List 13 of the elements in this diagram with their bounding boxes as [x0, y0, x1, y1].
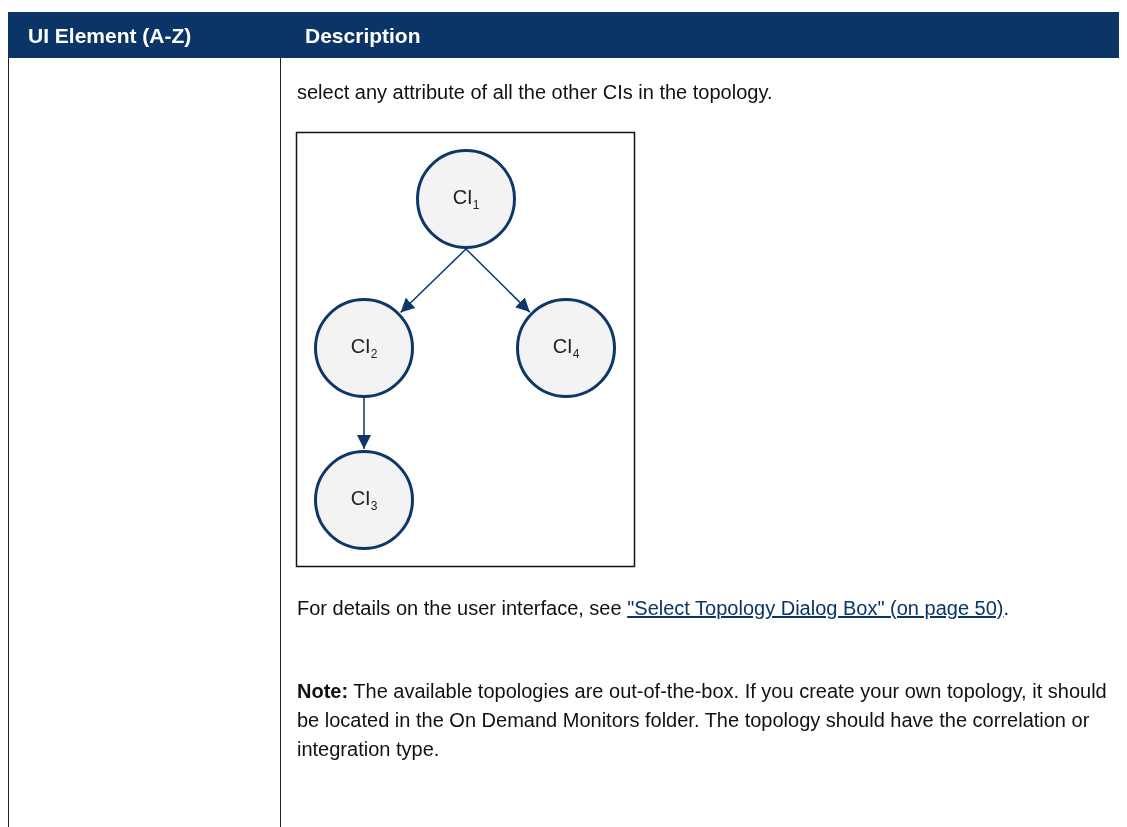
page-link: "Select Topology Dialog Box" (on page 50)	[627, 597, 1004, 619]
node-label: CI$_{1}$	[452, 186, 480, 212]
node-label: CI$_{3}$	[350, 487, 378, 513]
node-label: CI$_{2}$	[350, 335, 378, 361]
description-text: select any attribute of all the other CIs in the topology.	[297, 80, 774, 105]
column-header: UI Element (A-Z)	[28, 24, 192, 48]
column-header: Description	[305, 24, 421, 48]
description-text: For details on the user interface, see "Select Topology Dialog Box" (on page 50).	[297, 596, 1011, 621]
node-label: CI$_{4}$	[552, 335, 580, 361]
note-text: Note: The available topologies are out-of-the-box. If you create your own topology, it should be located in the On Demand Monitors folder. The topology should have the correlation or integration type.	[297, 679, 1108, 762]
arrow	[399, 248, 467, 314]
arrow	[465, 248, 531, 313]
arrow	[357, 397, 371, 450]
